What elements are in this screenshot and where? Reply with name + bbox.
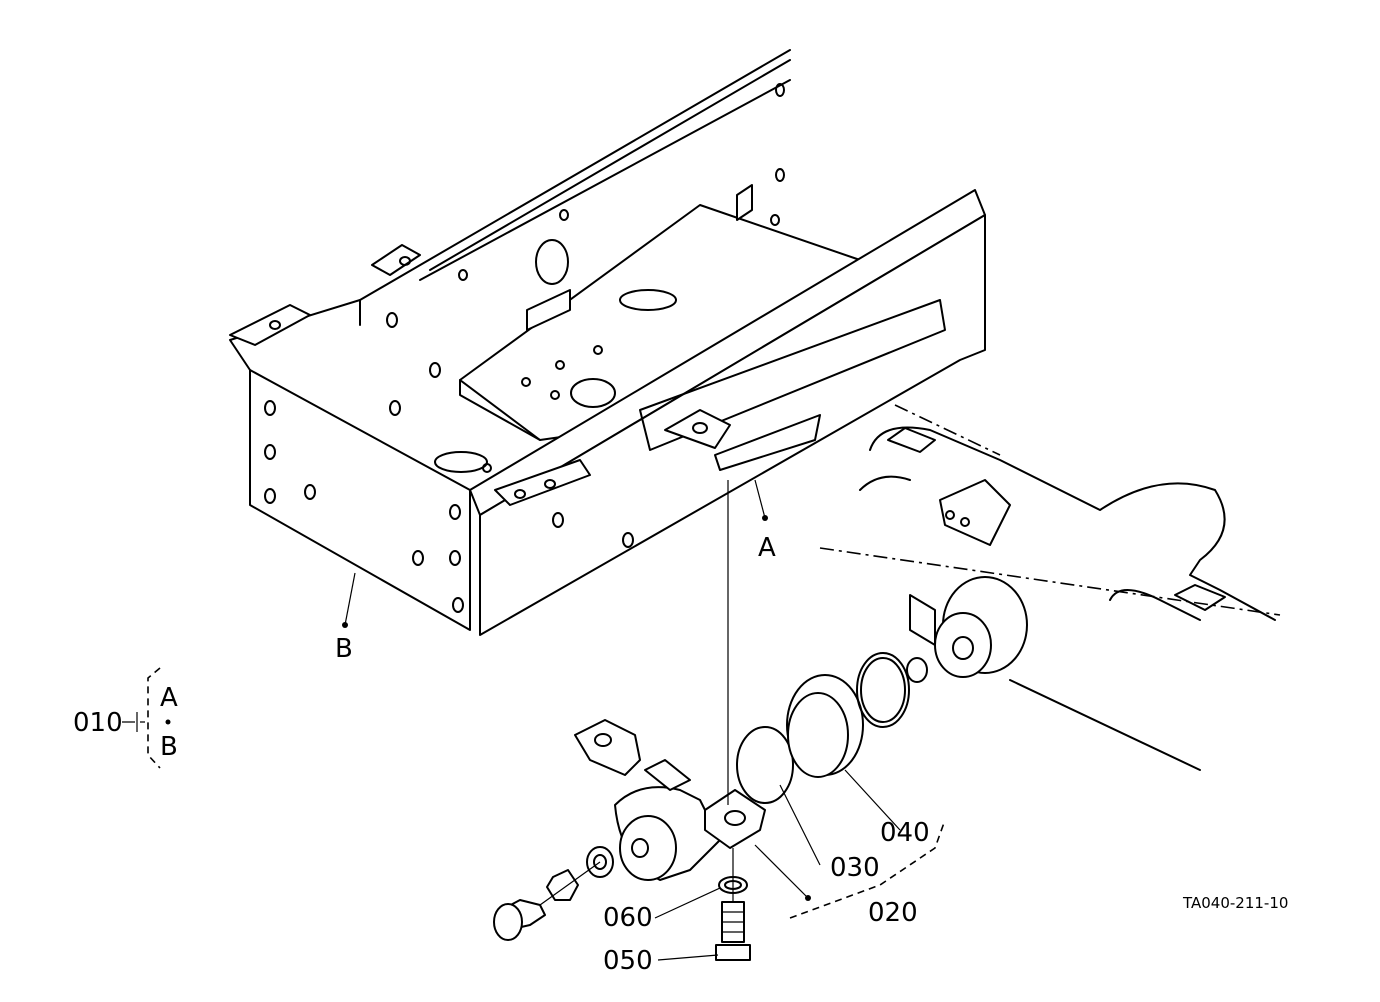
callout-040: 040 (880, 818, 930, 848)
label-b-frame: B (335, 634, 353, 664)
label-010-a: A (160, 683, 178, 713)
bracket-assembly (493, 480, 928, 961)
label-a-frame: A (758, 533, 776, 563)
callout-030: 030 (830, 853, 880, 883)
axle-centerline (819, 547, 1281, 616)
bracket-block (704, 789, 766, 849)
frame-left-face (249, 369, 471, 631)
axle-mount-block (939, 479, 1011, 546)
nut (546, 869, 579, 901)
front-axle (819, 404, 1281, 771)
front-rail-face (479, 214, 986, 636)
ring-030 (736, 726, 794, 804)
label-010-b: B (160, 732, 178, 762)
o-ring (856, 652, 910, 728)
bracket-plate (664, 409, 731, 449)
callout-060: 060 (603, 903, 653, 933)
callout-020: 020 (868, 898, 918, 928)
leader-lines (122, 479, 946, 961)
callout-050: 050 (603, 946, 653, 976)
bolt-050-head (715, 944, 751, 961)
callout-010: 010 (73, 708, 123, 738)
tractor-frame (229, 49, 986, 636)
bracket-arm (574, 719, 641, 776)
drawing-id: TA040-211-10 (1182, 894, 1288, 912)
